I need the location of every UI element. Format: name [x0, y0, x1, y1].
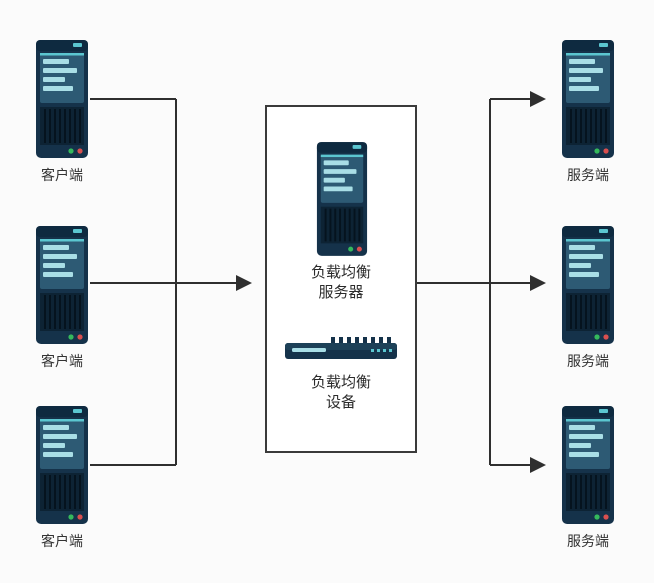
client-tower-icon-1: [34, 38, 90, 160]
tower-server-icon: [562, 226, 614, 344]
tower-server-icon: [36, 40, 88, 158]
load-balancer-box: 负载均衡 服务器 负载均衡: [265, 105, 417, 453]
server-node-3: 服务端: [560, 404, 616, 551]
tower-server-icon: [562, 40, 614, 158]
client-node-2: 客户端: [34, 224, 90, 371]
client-node-3: 客户端: [34, 404, 90, 551]
load-balancer-device-label: 负载均衡 设备: [267, 372, 415, 412]
server-tower-icon-3: [560, 404, 616, 526]
load-balancer-server-label-line1: 负载均衡: [310, 263, 371, 281]
server-node-2: 服务端: [560, 224, 616, 371]
load-balancer-appliance-icon: [285, 335, 397, 365]
load-balancer-server-icon: [315, 140, 369, 258]
client-label-2: 客户端: [41, 354, 83, 370]
client-tower-icon-2: [34, 224, 90, 346]
server-tower-icon-2: [560, 224, 616, 346]
load-balancer-device-label-line2: 设备: [325, 393, 356, 411]
tower-server-icon: [36, 226, 88, 344]
server-node-1: 服务端: [560, 38, 616, 185]
tower-server-icon: [36, 406, 88, 524]
load-balancer-device-label-line1: 负载均衡: [310, 373, 371, 391]
tower-server-icon: [562, 406, 614, 524]
server-label-2: 服务端: [567, 354, 609, 370]
load-balancer-server-label: 负载均衡 服务器: [267, 262, 415, 302]
load-balancer-server-label-line2: 服务器: [318, 283, 364, 301]
tower-server-icon: [316, 142, 368, 256]
client-label-1: 客户端: [41, 168, 83, 184]
server-label-1: 服务端: [567, 168, 609, 184]
client-label-3: 客户端: [41, 534, 83, 550]
client-node-1: 客户端: [34, 38, 90, 185]
client-tower-icon-3: [34, 404, 90, 526]
server-tower-icon-1: [560, 38, 616, 160]
server-label-3: 服务端: [567, 534, 609, 550]
